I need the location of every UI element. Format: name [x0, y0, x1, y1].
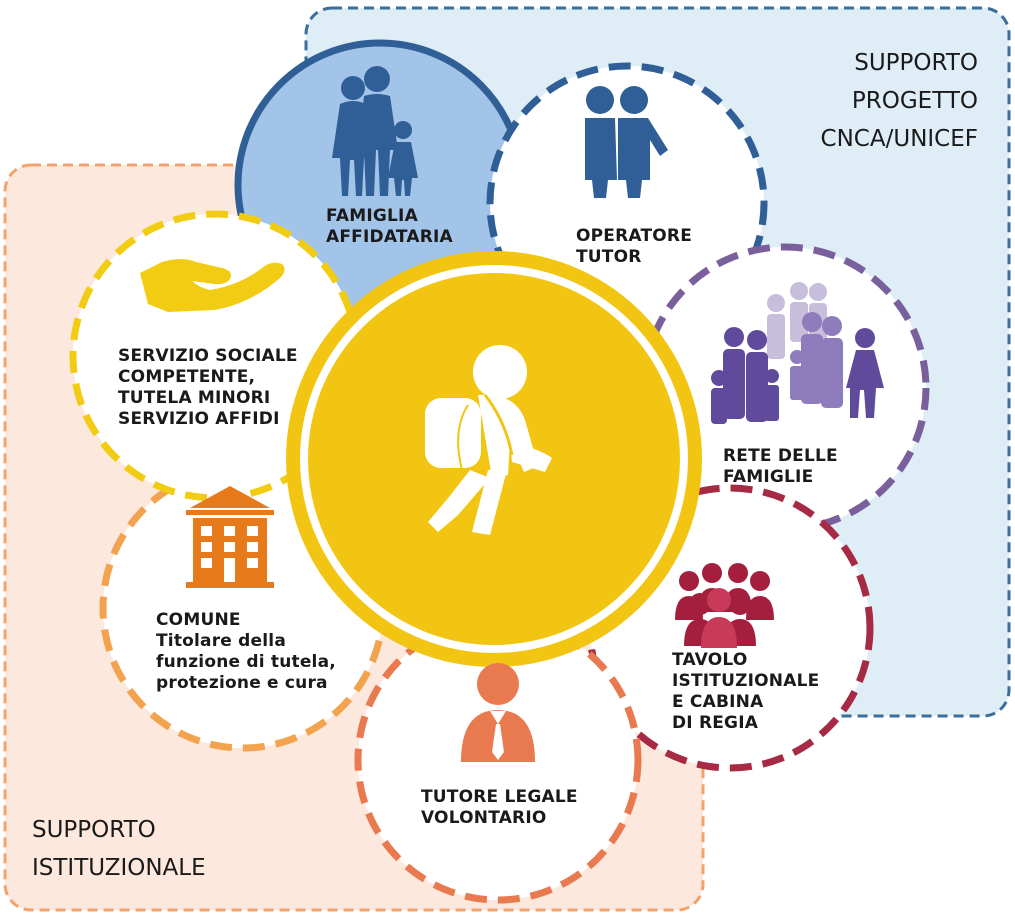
label-line: TUTOR [576, 247, 642, 267]
label-line: VOLONTARIO [421, 808, 547, 828]
label-servizio-sociale: SERVIZIO SOCIALE COMPETENTE, TUTELA MINO… [118, 346, 298, 430]
group-of-people-icon [675, 563, 774, 648]
label-line: ISTITUZIONALE [672, 671, 820, 691]
region-label-line: ISTITUZIONALE [32, 855, 206, 881]
label-line: TUTORE LEGALE [421, 787, 578, 807]
two-people-icon [585, 86, 668, 198]
open-hand-icon [140, 259, 285, 312]
region-label-line: SUPPORTO [854, 50, 978, 76]
label-line: funzione di tutela, [156, 652, 336, 672]
region-label-line: SUPPORTO [32, 817, 156, 843]
region-label-line: CNCA/UNICEF [820, 126, 978, 152]
walking-child-with-backpack-icon [425, 345, 552, 535]
region-label-supporto-progetto: SUPPORTO PROGETTO CNCA/UNICEF [810, 44, 978, 158]
label-tavolo-istituzionale: TAVOLO ISTITUZIONALE E CABINA DI REGIA [672, 650, 819, 734]
crowd-of-families-icon [711, 282, 884, 424]
label-rete-delle-famiglie: RETE DELLE FAMIGLIE [723, 446, 838, 488]
label-line: COMPETENTE, [118, 367, 256, 387]
label-line: AFFIDATARIA [326, 227, 453, 247]
region-label-supporto-istituzionale: SUPPORTO ISTITUZIONALE [32, 811, 206, 887]
town-hall-icon [186, 486, 274, 588]
label-line: RETE DELLE [723, 446, 838, 466]
label-line: SERVIZIO SOCIALE [118, 346, 298, 366]
person-with-tie-icon [461, 663, 535, 762]
label-line: DI REGIA [672, 713, 759, 733]
label-line: protezione e cura [156, 673, 328, 693]
label-comune: COMUNE Titolare della funzione di tutela… [156, 610, 336, 694]
label-famiglia-affidataria: FAMIGLIA AFFIDATARIA [326, 206, 453, 248]
label-line: Titolare della [156, 631, 286, 651]
label-line: COMUNE [156, 610, 241, 630]
label-line: FAMIGLIE [723, 467, 814, 487]
label-line: TAVOLO [672, 650, 748, 670]
label-line: SERVIZIO AFFIDI [118, 409, 280, 429]
label-tutore-legale: TUTORE LEGALE VOLONTARIO [421, 787, 578, 829]
label-line: E CABINA [672, 692, 764, 712]
label-line: OPERATORE [576, 226, 693, 246]
region-label-line: PROGETTO [851, 88, 978, 114]
label-line: TUTELA MINORI [118, 388, 271, 408]
label-line: FAMIGLIA [326, 206, 418, 226]
label-operatore-tutor: OPERATORE TUTOR [576, 226, 692, 268]
family-icon [332, 66, 418, 196]
